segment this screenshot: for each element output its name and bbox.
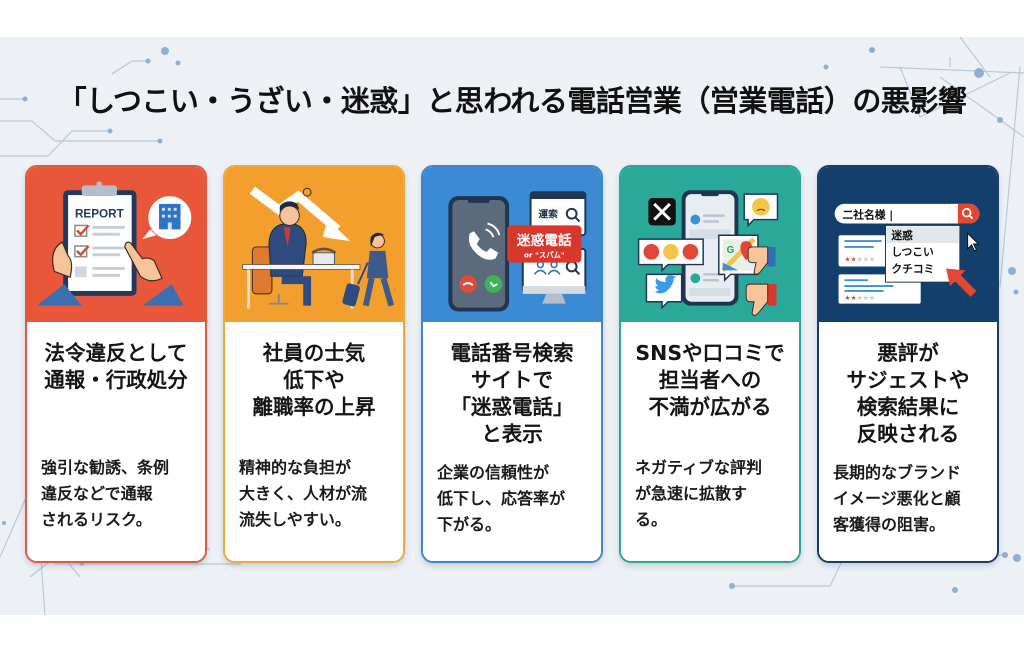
- thumbs-down-icon: [745, 246, 777, 316]
- svg-text:G: G: [727, 245, 735, 256]
- pointer-arrow-icon: [946, 268, 977, 297]
- suggestion-item: クチコミ: [891, 262, 934, 275]
- svg-text:REPORT: REPORT: [75, 208, 125, 221]
- smartphone-incoming-call-icon: [448, 196, 510, 312]
- svg-text:or "スパム": or "スパム": [524, 251, 565, 260]
- card-description: 強引な勧誘、条例 違反などで通報 されるリスク。: [41, 458, 170, 529]
- office-building-icon: [142, 196, 192, 240]
- suggestion-dropdown: 迷惑 しつこい クチコミ: [885, 224, 961, 283]
- angry-face-icon: [743, 193, 779, 228]
- card-body: 電話番号検索 サイトで 「迷惑電話」 と表示 企業の信頼性が 低下し、応答率が …: [423, 322, 601, 561]
- card-illustration: G: [621, 167, 799, 322]
- card-heading: SNSや口コミで 担当者への 不満が広がる: [635, 341, 785, 419]
- card-heading: 社員の士気 低下や 離職率の上昇: [252, 341, 376, 419]
- search-window-icon: 運索: [529, 191, 587, 237]
- stressed-employee-icon: [242, 187, 361, 309]
- x-logo-icon: [648, 198, 676, 226]
- card-heading: 悪評が サジェストや 検索結果に 反映される: [846, 341, 970, 446]
- card-description: 企業の信頼性が 低下し、応答率が 下がる。: [437, 463, 566, 534]
- search-suggest-icon: 二社名様 | ★★★★★ ★★★★★ 迷惑 しつこい クチコミ: [834, 203, 980, 304]
- svg-text:迷惑電話: 迷惑電話: [516, 232, 572, 249]
- page-title: 「しつこい・うざい・迷惑」と思われる電話営業（営業電話）の悪影響: [57, 84, 967, 118]
- search-query-text: 二社名様 |: [842, 209, 893, 222]
- mouse-cursor-icon: [967, 232, 980, 252]
- card-body: 法令違反として 通報・行政処分 強引な勧誘、条例 違反などで通報 されるリスク。: [27, 322, 205, 561]
- svg-text:★★★★★: ★★★★★: [844, 256, 875, 264]
- card-heading: 電話番号検索 サイトで 「迷惑電話」 と表示: [450, 341, 574, 446]
- card-body: SNSや口コミで 担当者への 不満が広がる ネガティブな評判 が急速に拡散す る…: [621, 322, 799, 561]
- card-spam-listing: 運索 迷惑電話 or "スパム" 電話番号検索 サイトで 「迷惑電話」 と表示 …: [421, 165, 603, 563]
- card-description: ネガティブな評判 が急速に拡散す る。: [635, 458, 763, 529]
- svg-text:★★★★★: ★★★★★: [844, 294, 875, 302]
- card-description: 長期的なブランド イメージ悪化と顧 客獲得の阻害。: [833, 463, 962, 534]
- card-description: 精神的な負担が 大きく、人材が流 流失しやすい。: [239, 458, 368, 529]
- card-body: 社員の士気 低下や 離職率の上昇 精神的な負担が 大きく、人材が流 流失しやすい…: [225, 322, 403, 561]
- card-body: 悪評が サジェストや 検索結果に 反映される 長期的なブランド イメージ悪化と顧…: [819, 322, 997, 561]
- clipboard-report-icon: REPORT: [36, 181, 192, 306]
- card-heading: 法令違反として 通報・行政処分: [44, 341, 188, 392]
- card-illustration: REPORT: [27, 167, 205, 322]
- reaction-bubble-icon: [637, 238, 704, 273]
- suggestion-item: 迷惑: [890, 229, 913, 242]
- card-illustration: 二社名様 | ★★★★★ ★★★★★ 迷惑 しつこい クチコミ: [819, 167, 997, 322]
- twitter-bird-icon: [645, 273, 683, 310]
- card-sns-word-of-mouth: G SNSや口コミで 担当者への 不満が広がる ネガティブな評判 が急速に拡散す…: [619, 165, 801, 563]
- card-illustration: 運索 迷惑電話 or "スパム": [423, 167, 601, 322]
- card-search-suggest: 二社名様 | ★★★★★ ★★★★★ 迷惑 しつこい クチコミ 悪評が サジェス…: [817, 165, 999, 563]
- card-employee-morale: 社員の士気 低下や 離職率の上昇 精神的な負担が 大きく、人材が流 流失しやすい…: [223, 165, 405, 563]
- card-illustration: [225, 167, 403, 322]
- card-legal-violation: REPORT 法令違反として 通報・行政処分 強引な勧誘、条例 違反などで通報 …: [25, 165, 207, 563]
- suggestion-item: しつこい: [891, 246, 934, 259]
- spam-call-badge: 迷惑電話 or "スパム": [507, 225, 582, 263]
- departing-employee-icon: [342, 232, 395, 307]
- svg-text:運索: 運索: [538, 208, 558, 221]
